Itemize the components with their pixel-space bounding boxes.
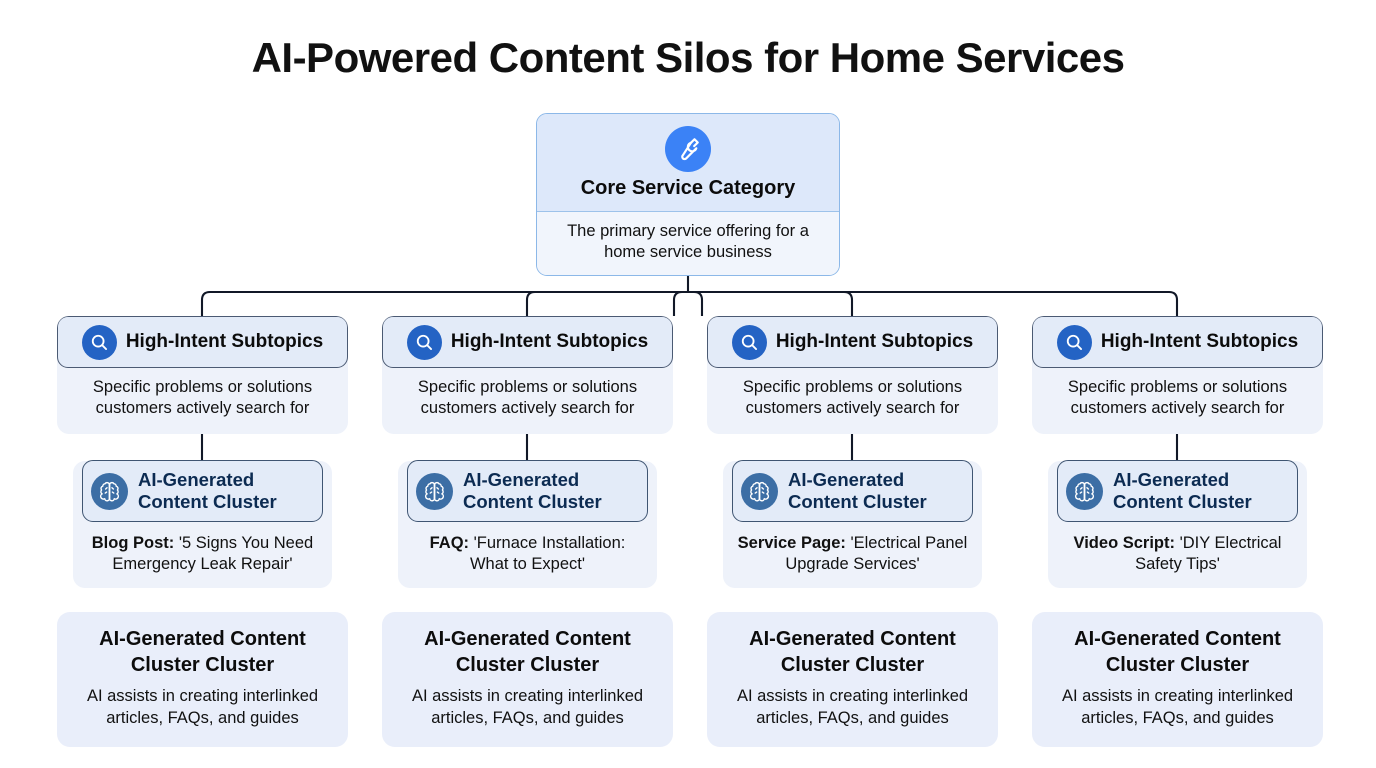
level4-description-4: AI assists in creating interlinked artic… <box>1061 687 1294 727</box>
node-ai-content-cluster-2[interactable]: AI-Generated Content Cluster FAQ: 'Furna… <box>398 460 657 588</box>
brain-icon <box>416 472 453 510</box>
level3-title-2: AI-Generated Content Cluster <box>463 469 602 512</box>
connector-root-bus-left-inner <box>672 290 688 316</box>
level2-title-2: High-Intent Subtopics <box>450 331 649 352</box>
level2-header-1: High-Intent Subtopics <box>57 316 348 368</box>
connector-root-to-col3 <box>694 290 854 316</box>
level4-description-3: AI assists in creating interlinked artic… <box>736 687 969 727</box>
node-ai-content-cluster-3[interactable]: AI-Generated Content Cluster Service Pag… <box>723 460 982 588</box>
level3-description-1: Blog Post: '5 Signs You Need Emergency L… <box>73 523 332 576</box>
connector-root-to-col2 <box>525 290 682 316</box>
node-ai-content-cluster-4[interactable]: AI-Generated Content Cluster Video Scrip… <box>1048 460 1307 588</box>
level3-title-1: AI-Generated Content Cluster <box>138 469 277 512</box>
connector-root-bus-right-inner <box>688 290 704 316</box>
node-ai-content-cluster-1[interactable]: AI-Generated Content Cluster Blog Post: … <box>73 460 332 588</box>
level3-description-2: FAQ: 'Furnace Installation: What to Expe… <box>398 523 657 576</box>
level2-title-1: High-Intent Subtopics <box>125 331 324 352</box>
brain-icon <box>741 472 778 510</box>
level3-description-3: Service Page: 'Electrical Panel Upgrade … <box>723 523 982 576</box>
level3-header-1: AI-Generated Content Cluster <box>82 460 323 522</box>
connector-root-to-col4 <box>694 290 1179 316</box>
root-header: Core Service Category <box>537 114 839 212</box>
level4-title-1: AI-Generated Content Cluster Cluster <box>99 628 306 676</box>
level3-header-4: AI-Generated Content Cluster <box>1057 460 1298 522</box>
level3-description-4: Video Script: 'DIY Electrical Safety Tip… <box>1048 523 1307 576</box>
level3-label-3: Service Page: <box>737 534 846 552</box>
level4-title-2: AI-Generated Content Cluster Cluster <box>424 628 631 676</box>
level2-description-3: Specific problems or solutions customers… <box>742 378 963 418</box>
card-ai-content-cluster-cluster-3[interactable]: AI-Generated Content Cluster Cluster AI … <box>707 612 998 748</box>
level3-header-2: AI-Generated Content Cluster <box>407 460 648 522</box>
search-icon <box>1056 324 1092 360</box>
level2-description-2: Specific problems or solutions customers… <box>417 378 638 418</box>
level4-title-3: AI-Generated Content Cluster Cluster <box>749 628 956 676</box>
level2-header-4: High-Intent Subtopics <box>1032 316 1323 368</box>
level3-example-1: '5 Signs You Need Emergency Leak Repair' <box>112 534 314 574</box>
level2-description-4: Specific problems or solutions customers… <box>1067 378 1288 418</box>
level2-header-3: High-Intent Subtopics <box>707 316 998 368</box>
node-high-intent-subtopics-3[interactable]: High-Intent Subtopics Specific problems … <box>707 316 998 434</box>
search-icon <box>81 324 117 360</box>
level4-description-2: AI assists in creating interlinked artic… <box>411 687 644 727</box>
connector-root-to-col1 <box>200 290 682 316</box>
root-title: Core Service Category <box>580 177 796 199</box>
level3-title-4: AI-Generated Content Cluster <box>1113 469 1252 512</box>
level2-title-4: High-Intent Subtopics <box>1100 331 1299 352</box>
level3-label-2: FAQ: <box>429 534 470 552</box>
level4-description-1: AI assists in creating interlinked artic… <box>86 687 319 727</box>
brain-icon <box>1066 472 1103 510</box>
search-icon <box>406 324 442 360</box>
level3-title-3: AI-Generated Content Cluster <box>788 469 927 512</box>
level3-label-1: Blog Post: <box>91 534 175 552</box>
page-title: AI-Powered Content Silos for Home Servic… <box>251 34 1125 81</box>
level3-label-4: Video Script: <box>1073 534 1175 552</box>
level2-title-3: High-Intent Subtopics <box>775 331 974 352</box>
level3-example-3: 'Electrical Panel Upgrade Services' <box>785 534 968 574</box>
level2-header-2: High-Intent Subtopics <box>382 316 673 368</box>
search-icon <box>731 324 767 360</box>
level3-example-4: 'DIY Electrical Safety Tips' <box>1135 534 1282 574</box>
node-high-intent-subtopics-1[interactable]: High-Intent Subtopics Specific problems … <box>57 316 348 434</box>
level4-title-4: AI-Generated Content Cluster Cluster <box>1074 628 1281 676</box>
card-ai-content-cluster-cluster-4[interactable]: AI-Generated Content Cluster Cluster AI … <box>1032 612 1323 748</box>
level2-description-1: Specific problems or solutions customers… <box>92 378 313 418</box>
wrench-icon <box>665 126 711 172</box>
card-ai-content-cluster-cluster-2[interactable]: AI-Generated Content Cluster Cluster AI … <box>382 612 673 748</box>
level3-example-2: 'Furnace Installation: What to Expect' <box>469 534 626 574</box>
root-description: The primary service offering for a home … <box>537 212 839 276</box>
level3-header-3: AI-Generated Content Cluster <box>732 460 973 522</box>
node-high-intent-subtopics-2[interactable]: High-Intent Subtopics Specific problems … <box>382 316 673 434</box>
card-ai-content-cluster-cluster-1[interactable]: AI-Generated Content Cluster Cluster AI … <box>57 612 348 748</box>
node-core-service-category[interactable]: Core Service Category The primary servic… <box>536 113 840 277</box>
brain-icon <box>91 472 128 510</box>
node-high-intent-subtopics-4[interactable]: High-Intent Subtopics Specific problems … <box>1032 316 1323 434</box>
